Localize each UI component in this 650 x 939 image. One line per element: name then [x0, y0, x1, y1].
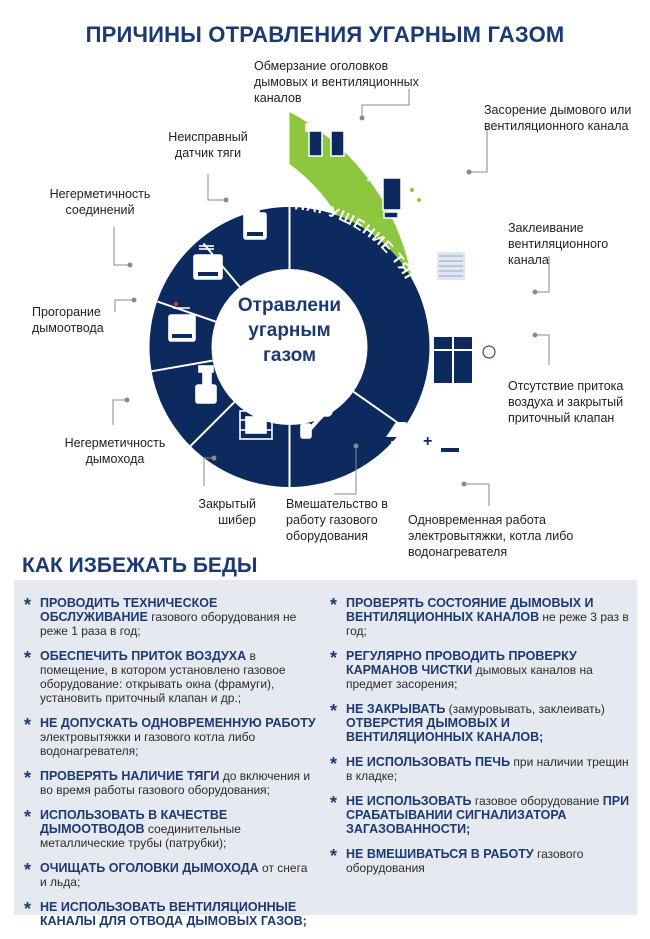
- center-disk: [211, 269, 368, 425]
- tip-bold: ПРОВЕРЯТЬ СОСТОЯНИЕ ДЫМОВЫХ И ВЕНТИЛЯЦИО…: [346, 596, 594, 624]
- tip-item: * ПРОВОДИТЬ ТЕХНИЧЕСКОЕ ОБСЛУЖИВАНИЕ газо…: [24, 596, 316, 638]
- tip-item: * НЕ ИСПОЛЬЗОВАТЬ ПЕЧЬ при наличии трещин…: [330, 755, 630, 783]
- star-icon: *: [330, 595, 338, 615]
- tip-bold: НЕ ЗАКРЫВАТЬ: [346, 702, 446, 716]
- tip-text: до включения и во время работы газового …: [40, 769, 311, 797]
- tip-item: * ПРОВЕРЯТЬ СОСТОЯНИЕ ДЫМОВЫХ И ВЕНТИЛЯЦИ…: [330, 596, 630, 638]
- tip-item: * ОБЕСПЕЧИТЬ ПРИТОК ВОЗДУХА в помещение, …: [24, 649, 316, 705]
- cause-connection-leak: Негерметичность соединений: [49, 187, 151, 217]
- tip-bold: РЕГУЛЯРНО ПРОВОДИТЬ ПРОВЕРКУ КАРМАНОВ ЧИ…: [346, 649, 577, 677]
- prevention-title: КАК ИЗБЕЖАТЬ БЕДЫ: [22, 554, 258, 577]
- tip-item: * РЕГУЛЯРНО ПРОВОДИТЬ ПРОВЕРКУ КАРМАНОВ Ч…: [330, 649, 630, 691]
- svg-text:+: +: [423, 433, 432, 450]
- tip-text: соединительные металлические трубы (патр…: [40, 822, 241, 850]
- tip-bold: ПРОВЕРЯТЬ НАЛИЧИЕ ТЯГИ: [40, 769, 220, 783]
- prevention-panel: [14, 580, 637, 915]
- tip-text: в помещение, в котором установлено газов…: [40, 649, 286, 705]
- center-line-2: угарным: [248, 320, 330, 341]
- star-icon: *: [330, 754, 338, 774]
- star-icon: *: [24, 648, 32, 668]
- tip-item: * НЕ ВМЕШИВАТЬСЯ В РАБОТУ газового оборуд…: [330, 847, 630, 875]
- star-icon: *: [24, 807, 32, 827]
- tip-text: газового оборудования не реже 1 раза в г…: [40, 610, 297, 638]
- center-line-3: газом: [263, 345, 316, 366]
- tip-item: * ПРОВЕРЯТЬ НАЛИЧИЕ ТЯГИ до включения и в…: [24, 769, 316, 797]
- tip-bold: ОБЕСПЕЧИТЬ ПРИТОК ВОЗДУХА: [40, 649, 247, 663]
- wrench-tampering-icon: [300, 405, 333, 439]
- tip-item: * НЕ ИСПОЛЬЗОВАТЬ газовое оборудование ПР…: [330, 794, 630, 836]
- tip-bold-2: ПРИ СРАБАТЫВАНИИ СИГНАЛИЗАТОРА ЗАГАЗОВАН…: [346, 794, 630, 836]
- tip-text: не реже 3 раз в год;: [346, 610, 629, 638]
- tip-text: при наличии трещин в кладке;: [346, 755, 629, 783]
- cause-sealed-vent: Заклеивание вентиляционного канала: [508, 221, 609, 267]
- cause-frozen-heads: Обмерзание оголовков дымовых и вентиляци…: [254, 59, 419, 105]
- causes-diagram: НАРУШЕНИЕ ТЯГИ Отравлени угарным газом: [112, 89, 550, 506]
- cause-draft-sensor: Неисправный датчик тяги: [168, 130, 248, 160]
- star-icon: *: [24, 595, 32, 615]
- sealed-vent-grille-icon: [431, 246, 471, 286]
- tip-bold: ИСПОЛЬЗОВАТЬ В КАЧЕСТВЕ ДЫМООТВОДОВ: [40, 808, 228, 836]
- flue-burnout-icon: [168, 302, 196, 342]
- cause-simultaneous-operation: Одновременная работа электровытяжки, кот…: [408, 513, 574, 559]
- frozen-heads-icon: [305, 123, 348, 157]
- cause-no-air-supply: Отсутствие притока воздуха и закрытый пр…: [508, 379, 624, 425]
- cause-chimney-leak: Негерметичность дымохода: [64, 436, 166, 466]
- star-icon: *: [330, 648, 338, 668]
- tips-right-column: * ПРОВЕРЯТЬ СОСТОЯНИЕ ДЫМОВЫХ И ВЕНТИЛЯЦИ…: [330, 596, 630, 886]
- tip-item: * ИСПОЛЬЗОВАТЬ В КАЧЕСТВЕ ДЫМООТВОДОВ сое…: [24, 808, 316, 850]
- tip-bold: НЕ ИСПОЛЬЗОВАТЬ ВЕНТИЛЯЦИОННЫЕ КАНАЛЫ ДЛ…: [40, 900, 307, 928]
- cause-clogged-channel: Засорение дымового или вентиляционного к…: [484, 103, 632, 133]
- center-line-1: Отравлени: [238, 295, 341, 316]
- cause-closed-damper: Закрытый шибер: [198, 497, 256, 527]
- tip-text: дымовых каналов на предмет засорения;: [346, 663, 593, 691]
- tips-left-column: * ПРОВОДИТЬ ТЕХНИЧЕСКОЕ ОБСЛУЖИВАНИЕ газо…: [24, 596, 316, 939]
- green-dividers: [366, 133, 523, 423]
- boiler-connection-icon: [193, 245, 223, 280]
- cause-flue-burnout: Прогорание дымоотвода: [32, 305, 104, 335]
- star-icon: *: [330, 846, 338, 866]
- tip-bold-2: ОТВЕРСТИЯ ДЫМОВЫХ И ВЕНТИЛЯЦИОННЫХ КАНАЛ…: [346, 716, 544, 744]
- damper-icon: [239, 410, 273, 440]
- star-icon: *: [330, 793, 338, 813]
- draft-sensor-icon: [243, 206, 267, 240]
- tip-item: * НЕ ДОПУСКАТЬ ОДНОВРЕМЕННУЮ РАБОТУ элект…: [24, 716, 316, 758]
- tip-bold: ПРОВОДИТЬ ТЕХНИЧЕСКОЕ ОБСЛУЖИВАНИЕ: [40, 596, 218, 624]
- star-icon: *: [24, 899, 32, 919]
- leader-lines: [112, 89, 550, 506]
- tip-bold: НЕ ИСПОЛЬЗОВАТЬ: [346, 794, 472, 808]
- tip-text: газовое оборудование: [471, 794, 603, 808]
- clogged-channel-icon: [382, 169, 428, 219]
- star-icon: *: [24, 715, 32, 735]
- star-icon: *: [24, 768, 32, 788]
- tip-bold: НЕ ИСПОЛЬЗОВАТЬ ПЕЧЬ: [346, 755, 511, 769]
- tip-text: газового оборудования: [346, 847, 584, 875]
- leader-dots: [124, 115, 538, 487]
- tip-bold: НЕ ДОПУСКАТЬ ОДНОВРЕМЕННУЮ РАБОТУ: [40, 716, 316, 730]
- tip-item: * НЕ ЗАКРЫВАТЬ (замуровывать, заклеивать)…: [330, 702, 630, 744]
- cause-tampering: Вмешательство в работу газового оборудов…: [286, 497, 388, 543]
- tip-bold: ОЧИЩАТЬ ОГОЛОВКИ ДЫМОХОДА: [40, 861, 259, 875]
- star-icon: *: [24, 860, 32, 880]
- tip-text: (замуровывать, заклеивать): [445, 702, 605, 716]
- chimney-leak-icon: [195, 365, 217, 404]
- tip-text: от снега и льда;: [40, 861, 308, 889]
- star-icon: *: [330, 701, 338, 721]
- tip-item: * НЕ ИСПОЛЬЗОВАТЬ ВЕНТИЛЯЦИОННЫЕ КАНАЛЫ Д…: [24, 900, 316, 928]
- tip-item: * ОЧИЩАТЬ ОГОЛОВКИ ДЫМОХОДА от снега и ль…: [24, 861, 316, 889]
- tip-text: электровытяжки и газового котла либо вод…: [40, 730, 256, 758]
- tip-bold: НЕ ВМЕШИВАТЬСЯ В РАБОТУ: [346, 847, 534, 861]
- closed-window-icon: [432, 335, 496, 385]
- page-title: ПРИЧИНЫ ОТРАВЛЕНИЯ УГАРНЫМ ГАЗОМ: [85, 22, 565, 47]
- hood-and-boiler-icon: +: [386, 422, 463, 456]
